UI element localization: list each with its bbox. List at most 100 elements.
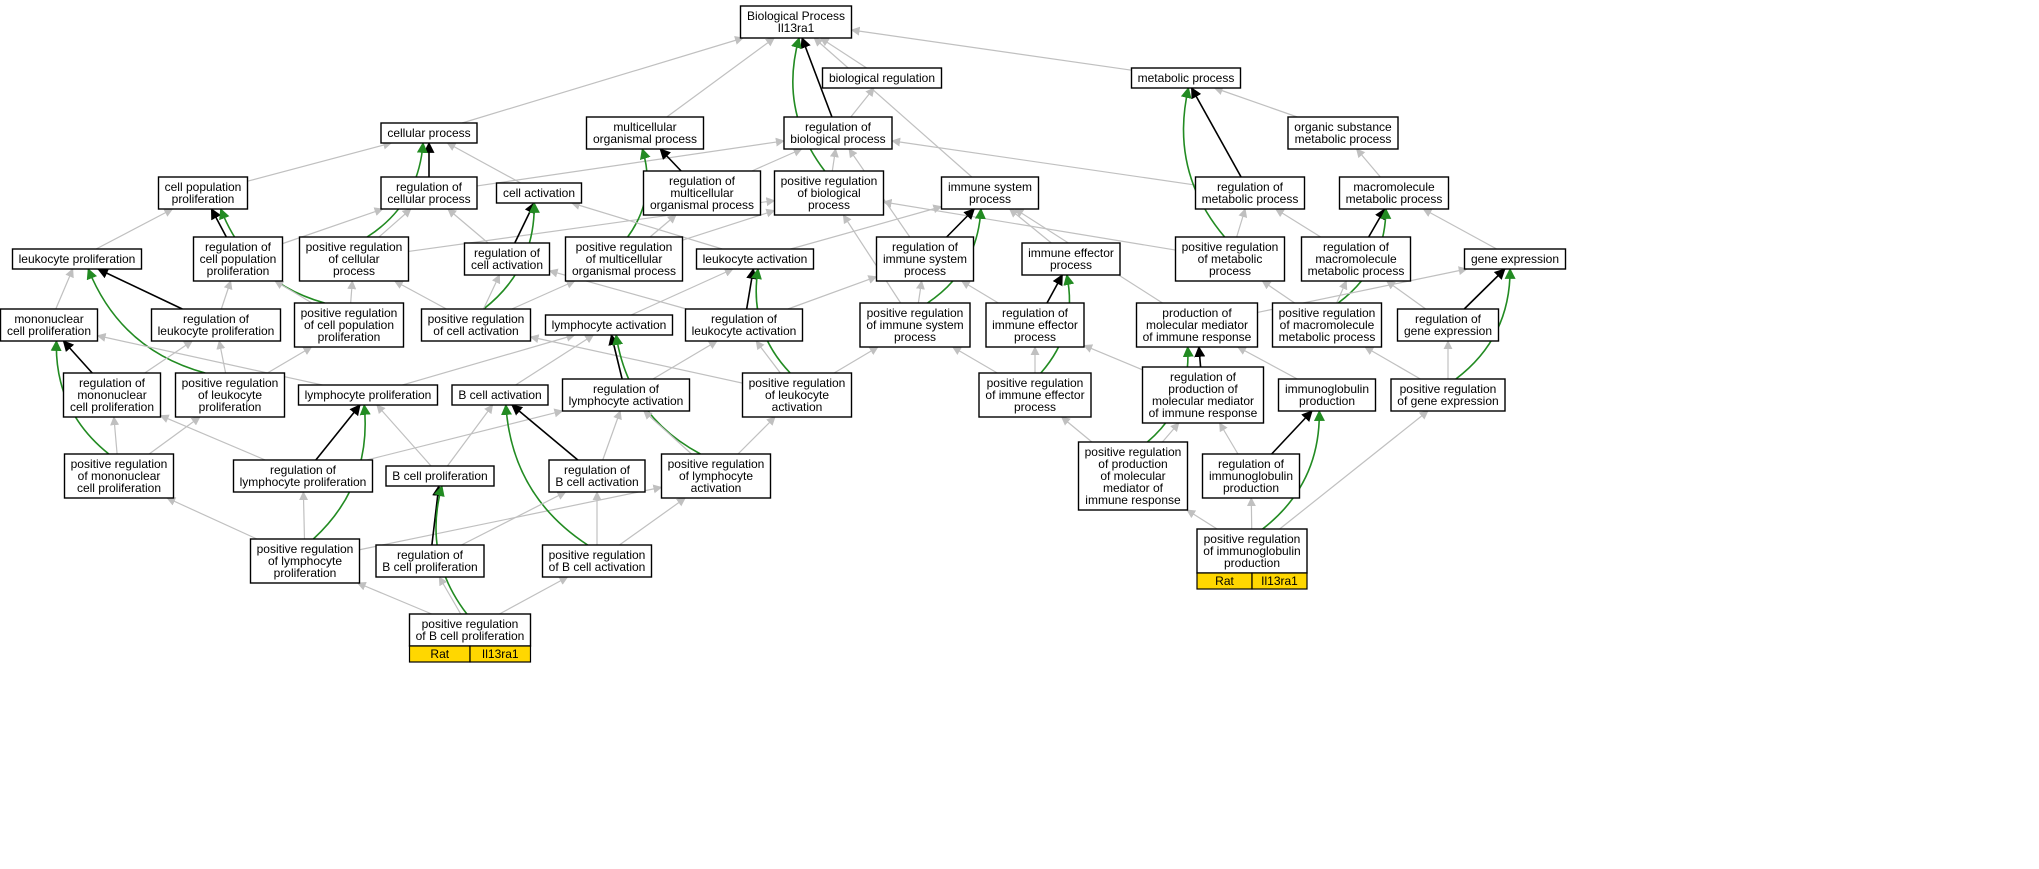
go-term-label-line: Il13ra1 [778,21,815,35]
go-term-cellproc[interactable]: cellular process [380,122,478,144]
go-term-box [940,176,1040,210]
go-term-label-line: regulation of [183,312,250,326]
go-term-label-line: positive regulation [987,376,1084,390]
go-term-lymphprol[interactable]: lymphocyte proliferation [297,384,439,406]
go-term-cellact[interactable]: cell activation [495,182,583,204]
go-term-label-line: molecular mediator [1146,318,1248,332]
go-term-bioreg[interactable]: biological regulation [821,67,943,89]
go-term-label-line: proliferation [172,192,235,206]
go-term-lymphact[interactable]: lymphocyte activation [544,314,674,336]
edge-other-posregimmeff-to-posregimmsys [951,346,998,374]
go-term-geneexp[interactable]: gene expression [1463,248,1567,270]
go-term-box [1396,308,1500,342]
go-term-label-line: of mononuclear [78,469,161,483]
edge-other-posreglymphact-to-posregleukact [737,416,776,455]
edge-other-regimmeff-to-regimmsys [960,280,999,304]
go-term-bcellact[interactable]: B cell activation [451,384,549,406]
go-term-label-line: of leukocyte [765,388,829,402]
edge-other-cellproc-to-bp [461,36,744,124]
edge-other-bcellprol-to-lymphprol [376,404,432,467]
go-term-label-line: multicellular [613,120,676,134]
go-term-leukprol[interactable]: leukocyte proliferation [11,248,143,270]
go-term-bcellprol[interactable]: B cell proliferation [385,465,495,487]
go-term-label-line: of biological [797,186,860,200]
go-term-box [1196,528,1308,574]
edge-other-regbio-to-bioreg [850,87,875,118]
edge-other-regleukact-to-regimmsys [787,275,878,310]
go-term-label-line: gene expression [1404,324,1492,338]
go-term-label-line: leukocyte proliferation [158,324,275,338]
go-term-label-line: biological regulation [829,71,935,85]
go-term-label-line: metabolic process [1202,192,1299,206]
edge-is_a-regbio-to-bp [800,36,833,118]
go-term-metab[interactable]: metabolic process [1130,67,1242,89]
go-term-label-line: cell activation [471,258,543,272]
edge-other-posreglymphprol-to-posreglymphact [359,484,663,551]
go-term-box [783,116,893,150]
go-term-box [495,182,583,204]
edge-is_a-regimmglob-to-immglob [1271,410,1313,455]
go-term-box [1463,248,1567,270]
edge-other-posregbcellprol-to-regbcellprol [438,576,462,615]
go-term-regbcellprol[interactable]: regulation ofB cell proliferation [375,544,485,578]
go-term-label-line: process [808,198,850,212]
go-term-leukact[interactable]: leukocyte activation [695,248,815,270]
edge-other-posregbcellprol-to-posreglymphprol [356,581,432,615]
go-term-label-line: B cell activation [555,475,638,489]
edge-other-regbcellact-to-reglymphact [602,410,622,461]
edge-other-mononuc-to-leukprol [55,268,74,310]
go-term-regbcellact[interactable]: regulation ofB cell activation [548,459,646,493]
go-term-label-line: cellular process [387,126,470,140]
go-term-label-line: positive regulation [668,457,765,471]
go-term-label-line: gene expression [1471,252,1559,266]
go-term-label-line: regulation of [1415,312,1482,326]
edge-other-posregleukact-to-regleukact [755,340,781,374]
